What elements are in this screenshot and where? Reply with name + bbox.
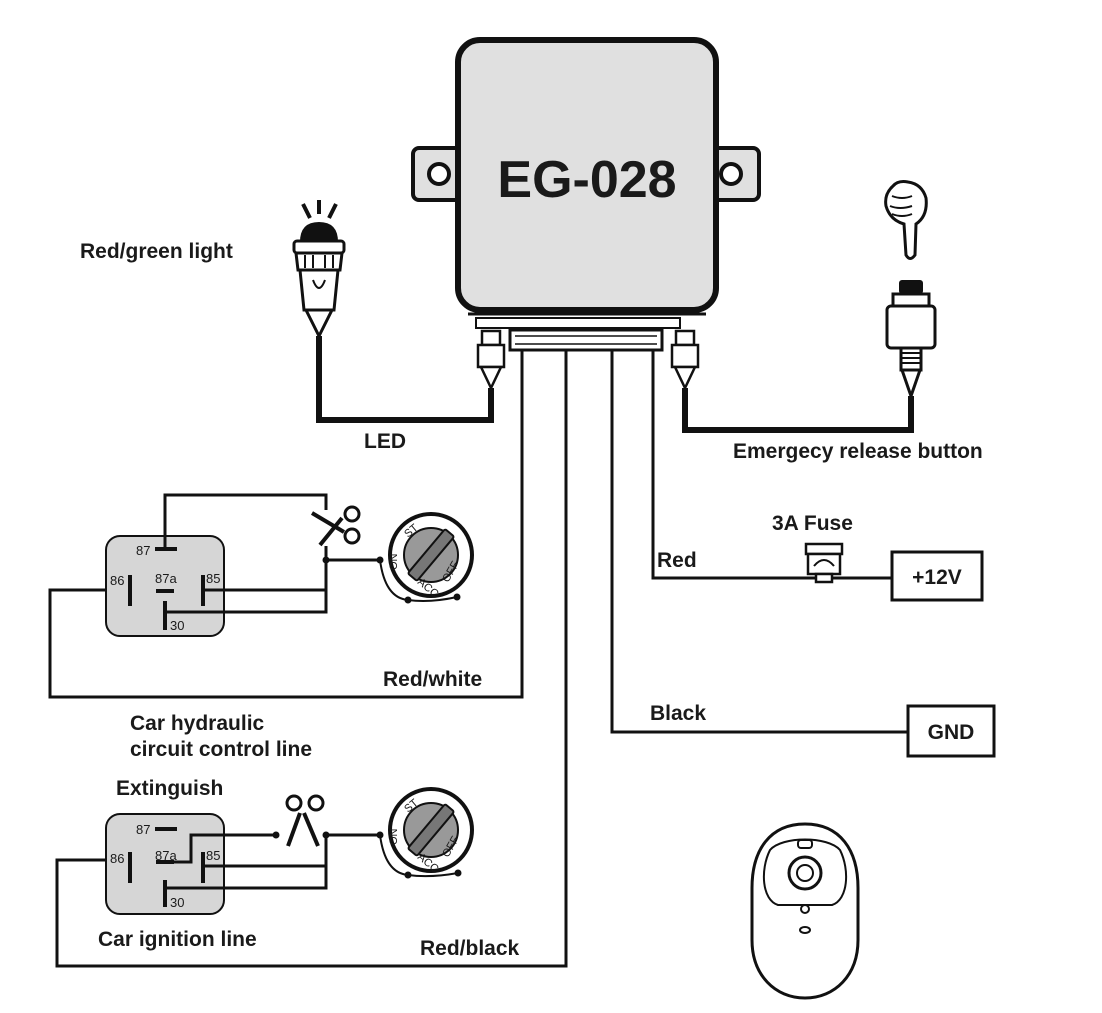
push-button-icon <box>885 280 937 401</box>
pin-87a-label: 87a <box>155 571 177 586</box>
red-white-wire <box>48 350 524 699</box>
red-white-label: Red/white <box>383 668 482 691</box>
gnd-box <box>906 704 996 758</box>
relay2-wiring <box>165 833 380 890</box>
gnd-label: GND <box>928 721 975 744</box>
extinguish-label: Extinguish <box>116 777 223 800</box>
switch-on-label: ON <box>388 553 400 570</box>
led-connector <box>476 329 506 391</box>
pin-87-label: 87 <box>136 822 150 837</box>
red-black-label: Red/black <box>420 937 520 960</box>
module-model-label: EG-028 <box>497 151 676 209</box>
pin-86-label: 86 <box>110 573 124 588</box>
pin-87-label: 87 <box>136 543 150 558</box>
led-wire <box>316 336 494 423</box>
pin-30-label: 30 <box>170 895 184 910</box>
black-wire <box>610 350 908 734</box>
scissors-icon <box>310 505 361 547</box>
power-box <box>890 550 984 602</box>
pin-86-label: 86 <box>110 851 124 866</box>
pin-85-label: 85 <box>206 848 220 863</box>
relay-hydraulic: 87 87a 86 85 30 <box>105 535 225 637</box>
ignition-switch-2: ST ON ACC OFF <box>376 787 474 879</box>
led-label: LED <box>364 430 406 453</box>
scissors-icon <box>285 794 325 847</box>
pin-85-label: 85 <box>206 571 220 586</box>
button-wire <box>682 388 914 433</box>
eg028-module: EG-028 <box>411 37 761 352</box>
pointing-hand-icon <box>884 180 928 260</box>
pin-30-label: 30 <box>170 618 184 633</box>
relay1-wiring <box>163 493 380 614</box>
ignition-switch-1: ST ON ACC OFF <box>376 512 474 604</box>
fuse-icon <box>804 542 844 584</box>
power-label: +12V <box>912 566 962 589</box>
led-light-icon <box>292 200 346 340</box>
remote-fob-icon <box>750 822 860 1000</box>
black-wire-label: Black <box>650 702 706 725</box>
red-black-wire <box>55 350 568 968</box>
fuse-label: 3A Fuse <box>772 512 853 535</box>
red-wire-label: Red <box>657 549 697 572</box>
emergency-button-label: Emergecy release button <box>733 440 983 463</box>
red-green-light-label: Red/green light <box>80 240 233 263</box>
hydraulic-label-line1: Car hydraulic <box>130 712 265 735</box>
relay-ignition: 87 87a 86 85 30 <box>105 813 225 915</box>
hydraulic-label-line2: circuit control line <box>130 738 312 761</box>
pin-87a-label: 87a <box>155 848 177 863</box>
button-connector <box>670 329 700 391</box>
switch-on-label: ON <box>388 828 400 845</box>
red-wire <box>651 350 892 580</box>
ignition-line-label: Car ignition line <box>98 928 257 951</box>
